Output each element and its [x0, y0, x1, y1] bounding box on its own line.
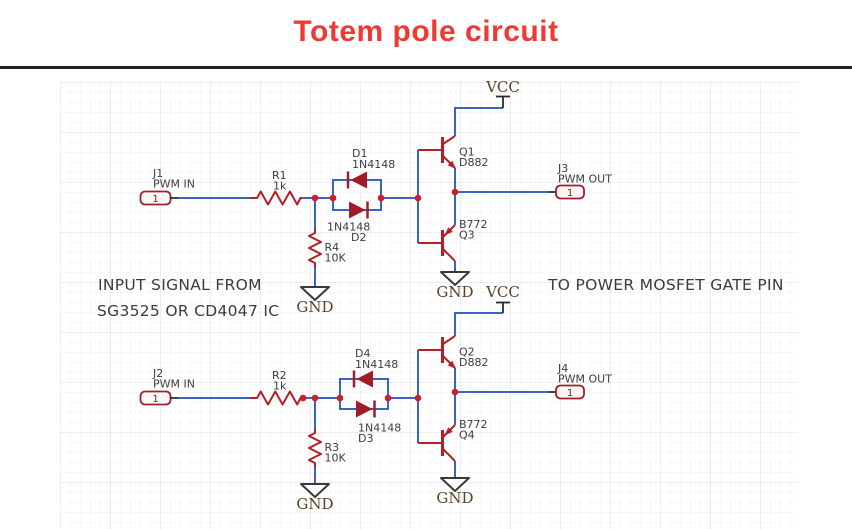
- connector-j4: J4 PWM OUT 1: [549, 362, 612, 400]
- page-header: Totem pole circuit: [0, 0, 852, 66]
- schematic-grid-background: [60, 82, 798, 529]
- transistor-ref: Q2: [459, 346, 475, 359]
- wires: [178, 107, 549, 287]
- transistor-ref: Q1: [459, 146, 475, 159]
- connector-ref: J4: [557, 362, 568, 375]
- diode-d4: D4 1N4148: [352, 347, 398, 388]
- transistor-value: B772: [459, 218, 488, 231]
- connector-ref: J1: [152, 167, 163, 180]
- transistor-ref: Q4: [459, 429, 475, 442]
- gnd-symbol: GND: [436, 271, 474, 301]
- gnd-label: GND: [296, 495, 333, 513]
- connector-net-label: PWM IN: [153, 378, 195, 391]
- diode-ref: D3: [358, 432, 373, 445]
- resistor-r1: R1 1k: [250, 169, 302, 206]
- resistor-value: 10K: [325, 452, 347, 465]
- gnd-symbol: GND: [436, 477, 474, 507]
- vcc-label: VCC: [485, 283, 520, 301]
- pin-number: 1: [567, 188, 573, 199]
- resistor-ref: R4: [325, 241, 340, 254]
- transistor-q4: B772 Q4: [418, 418, 488, 462]
- connector-net-label: PWM IN: [153, 178, 195, 191]
- schematic-canvas: VCC J1 PWM IN 1 R1 1k D1 1N4148 1N4148: [97, 78, 784, 513]
- vcc-symbol: VCC: [485, 283, 520, 313]
- junction-dots: [311, 188, 459, 202]
- connector-net-label: PWM OUT: [558, 173, 612, 186]
- resistor-value: 1k: [273, 180, 287, 193]
- wires: [178, 312, 549, 484]
- diode-ref: D4: [355, 347, 370, 360]
- resistor-ref: R2: [272, 369, 287, 382]
- diode-value: 1N4148: [327, 221, 370, 234]
- diode-value: 1N4148: [352, 158, 395, 171]
- output-note: TO POWER MOSFET GATE PIN: [547, 276, 784, 294]
- transistor-value: B772: [459, 418, 488, 431]
- connector-j1: J1 PWM IN 1: [139, 167, 195, 206]
- connector-j3: J3 PWM OUT 1: [549, 162, 612, 200]
- gnd-label: GND: [436, 283, 473, 301]
- page-title: Totem pole circuit: [293, 15, 559, 48]
- diode-ref: D1: [352, 147, 367, 160]
- pin-number: 1: [152, 194, 158, 205]
- gnd-label: GND: [296, 298, 333, 316]
- pin-number: 1: [152, 394, 158, 405]
- junction-dots: [299, 388, 459, 402]
- resistor-r4: R4 10K: [308, 229, 347, 267]
- vcc-label: VCC: [485, 78, 520, 96]
- pin-number: 1: [567, 388, 573, 399]
- transistor-value: D882: [459, 356, 488, 369]
- diode-d2: 1N4148 D2: [327, 201, 370, 244]
- connector-ref: J2: [152, 367, 163, 380]
- gnd-symbol: GND: [296, 483, 334, 513]
- input-note-line1: INPUT SIGNAL FROM: [98, 276, 262, 294]
- diode-d3: 1N4148 D3: [356, 400, 401, 445]
- vcc-symbol: VCC: [485, 78, 520, 108]
- transistor-value: D882: [459, 156, 488, 169]
- connector-ref: J3: [557, 162, 568, 175]
- resistor-r3: R3 10K: [308, 429, 347, 467]
- input-note-line2: SG3525 OR CD4047 IC: [97, 302, 279, 320]
- circuit-2: VCC J2 PWM IN 1 R2 1k D4 1N4148 1N4148: [139, 283, 612, 513]
- transistor-q2: Q2 D882: [418, 335, 488, 369]
- transistor-q3: B772 Q3: [418, 218, 488, 262]
- diode-d1: D1 1N4148: [346, 147, 395, 189]
- resistor-ref: R3: [325, 441, 340, 454]
- transistor-ref: Q3: [459, 229, 475, 242]
- resistor-value: 1k: [273, 380, 287, 393]
- transistor-q1: Q1 D882: [418, 135, 488, 169]
- circuit-1: VCC J1 PWM IN 1 R1 1k D1 1N4148 1N4148: [139, 78, 612, 316]
- gnd-label: GND: [436, 489, 473, 507]
- annotations: INPUT SIGNAL FROM SG3525 OR CD4047 IC TO…: [97, 276, 784, 320]
- resistor-ref: R1: [272, 169, 287, 182]
- resistor-r2: R2 1k: [250, 369, 302, 406]
- header-divider: [0, 66, 852, 69]
- resistor-value: 10K: [325, 252, 347, 265]
- connector-j2: J2 PWM IN 1: [139, 367, 195, 406]
- connector-net-label: PWM OUT: [558, 373, 612, 386]
- diode-ref: D2: [351, 231, 366, 244]
- diode-value: 1N4148: [355, 358, 398, 371]
- diode-value: 1N4148: [358, 422, 401, 435]
- gnd-symbol: GND: [296, 286, 334, 316]
